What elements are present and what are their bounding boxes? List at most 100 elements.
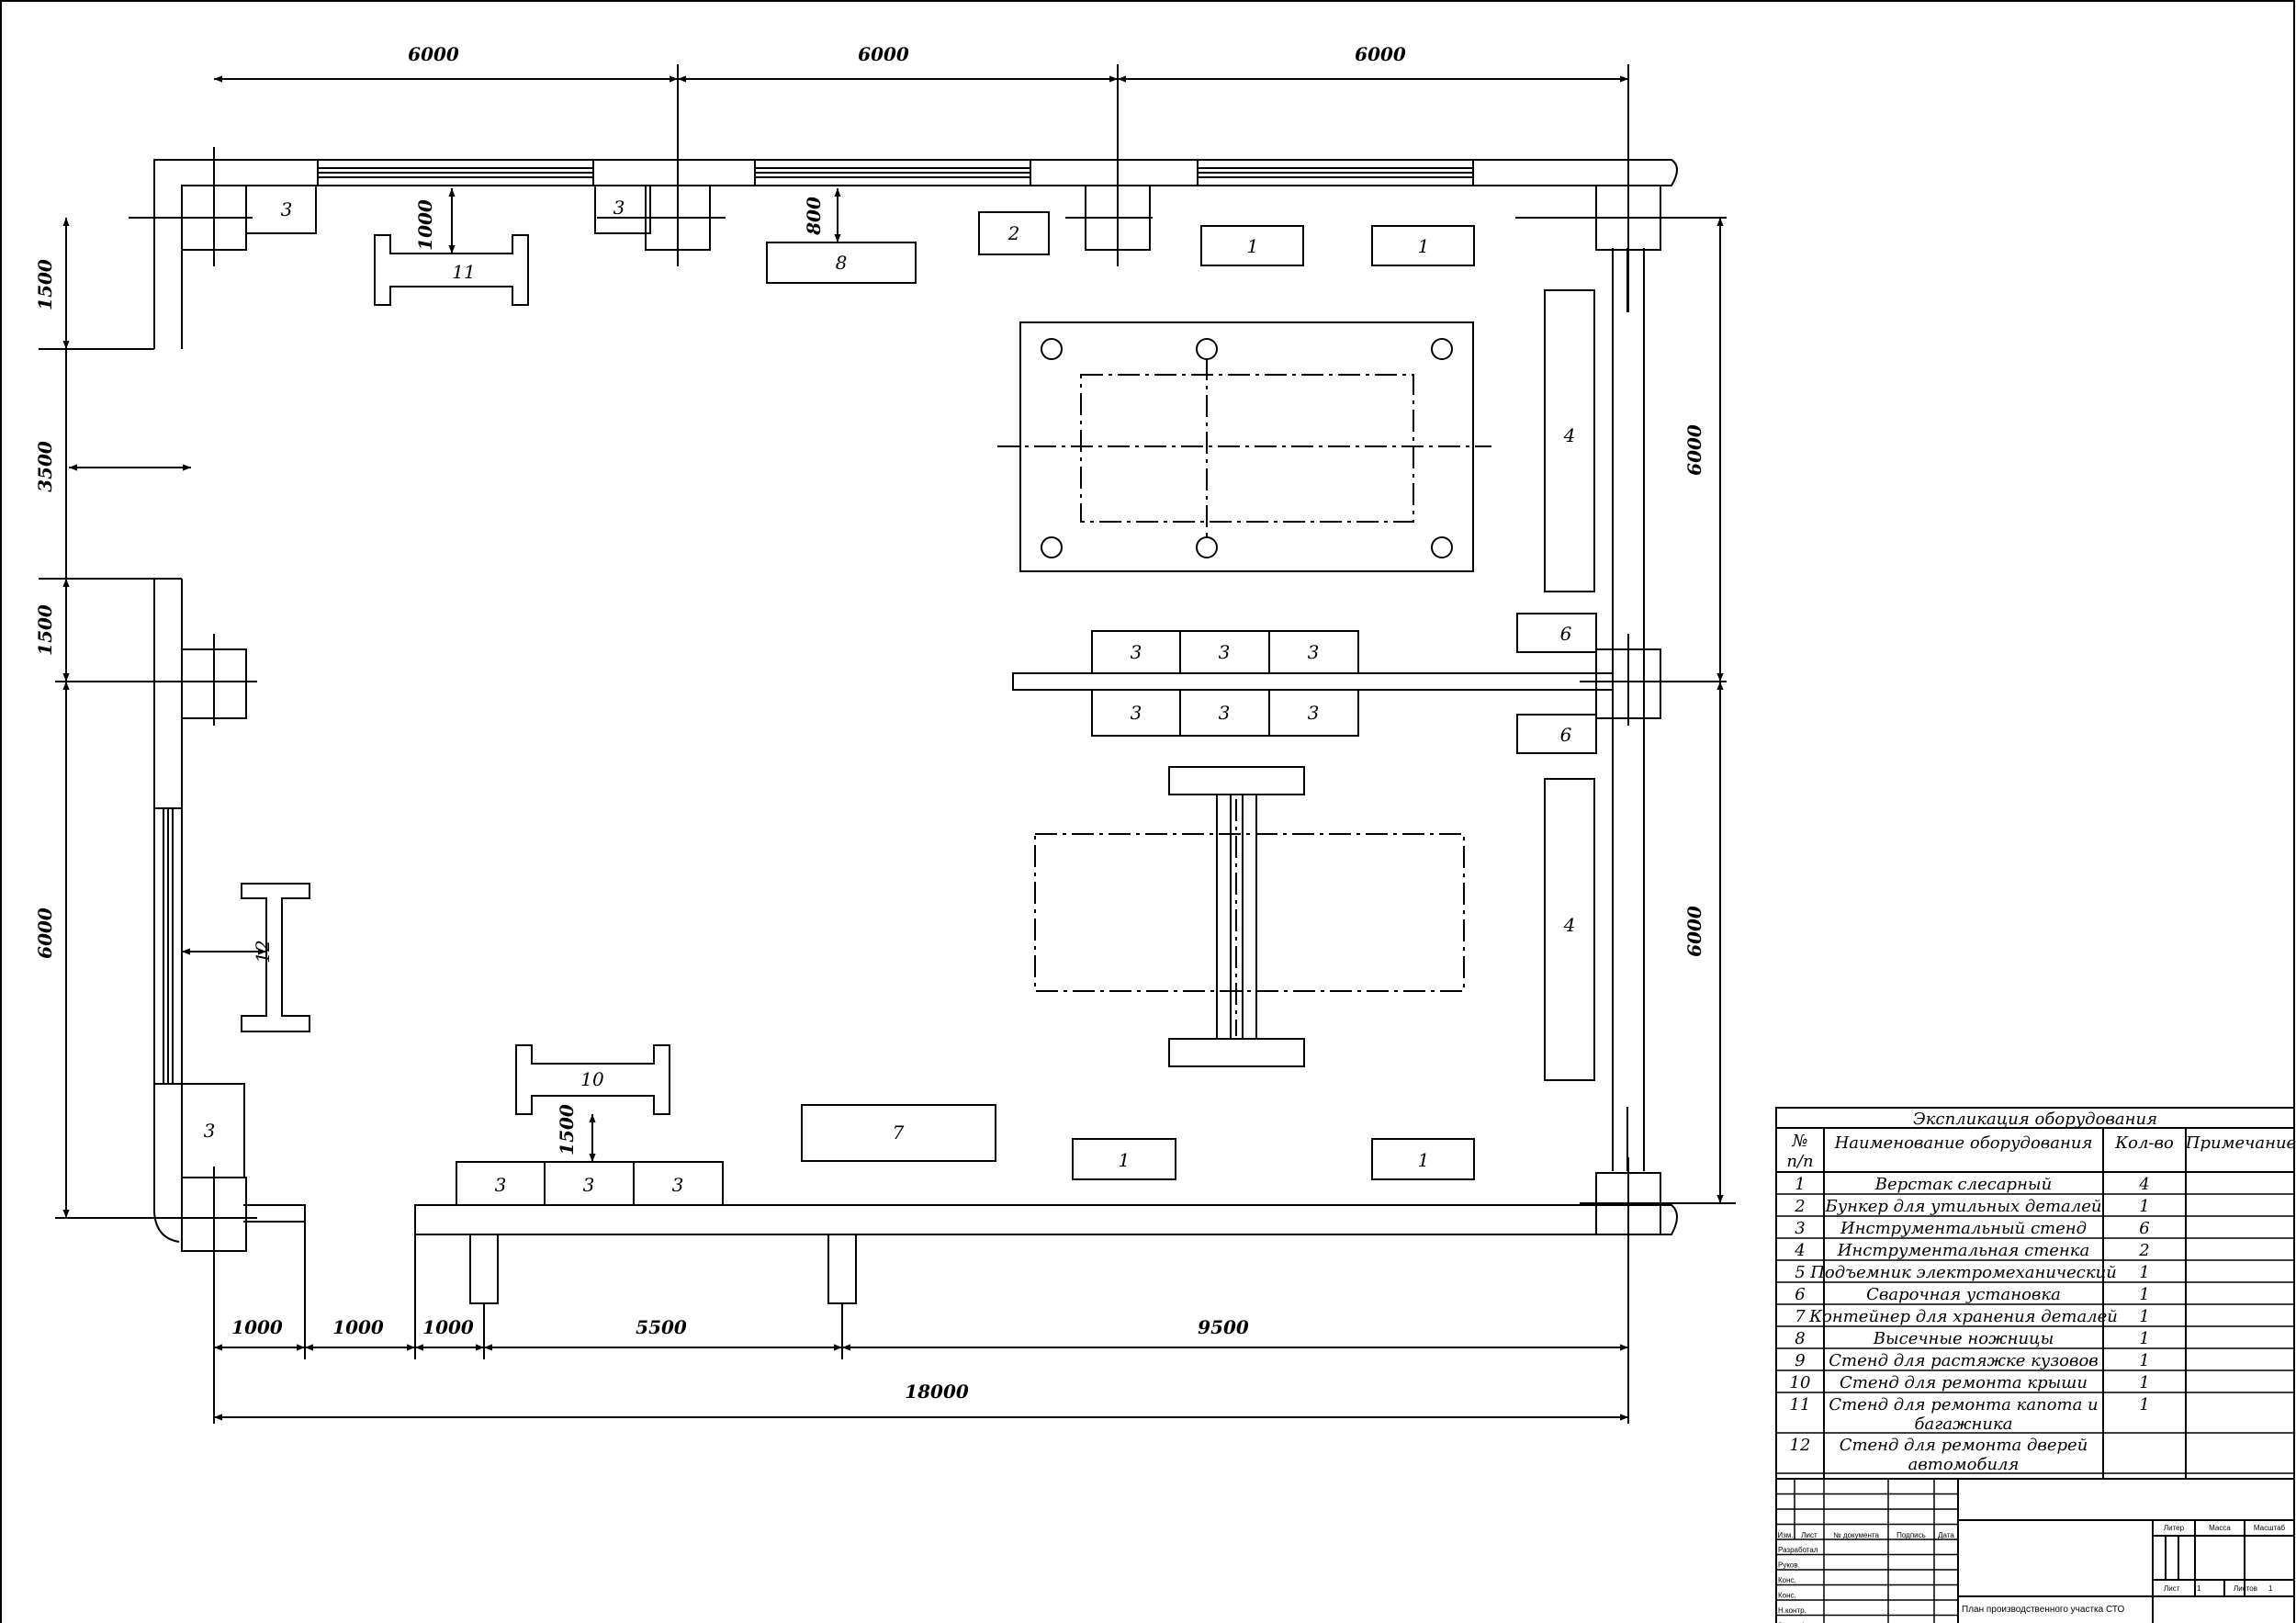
dim-left-1: 1500 [34,259,56,310]
stamp-sheets: Листов [2234,1584,2257,1593]
explication-table: 1 Верстак слесарный 4 2 Бункер для утильных … [1775,1107,2296,1480]
table-row-num: 1 [1795,1175,1805,1194]
table-row-name: Инструментальный стенд [1840,1219,2087,1238]
label-11: 11 [452,261,475,283]
table-row-num: 6 [1795,1285,1805,1304]
label-1: 1 [1119,1149,1131,1171]
dim-bottom-3: 1000 [422,1316,474,1338]
label-6: 6 [1560,724,1572,746]
label-12: 12 [252,940,274,963]
label-3: 3 [281,198,293,220]
label-3: 3 [1131,641,1142,663]
table-row-num: 10 [1790,1373,1811,1392]
table-row-num: 5 [1795,1263,1805,1282]
table-row-qty: 1 [2139,1329,2149,1348]
table-row-qty: 6 [2139,1219,2149,1238]
header-num-line: п/п [1786,1152,1813,1171]
stamp-role: Зав.каф [1778,1622,1806,1623]
label-3: 3 [1131,702,1142,724]
table-row-name-line: Подъемник электромеханический [1809,1263,2117,1282]
title-block: План производственного участка СТО Литер… [1775,1478,2295,1623]
dim-left-2: 3500 [34,441,56,492]
label-3: 3 [1219,702,1231,724]
label-4: 4 [1563,914,1576,936]
table-row-num: 3 [1795,1219,1805,1238]
label-10: 10 [580,1068,604,1090]
dim-left-3: 1500 [34,604,56,656]
stamp-col-header: Подпись [1896,1531,1926,1539]
table-row-name-line: Контейнер для хранения деталей [1808,1307,2118,1326]
stamp-role: Руков. [1778,1561,1800,1570]
table-row-num: 4 [1794,1241,1805,1260]
equipment-labels: 3 3 11 8 2 1 1 4 4 6 6 3 3 3 3 3 3 12 3 … [204,197,1576,1196]
explication-header-note: Примечание [2185,1133,2296,1153]
table-row-name: Сварочная установка [1866,1285,2061,1304]
dim-inner-1: 1000 [414,199,436,251]
stamp-mass: Масса [2209,1524,2231,1532]
stamp-col-header: Дата [1938,1531,1954,1539]
label-3: 3 [495,1174,507,1196]
label-6: 6 [1560,623,1572,645]
structural-columns [55,64,1736,1350]
table-row-name: Контейнер для хранения деталей [1808,1307,2118,1326]
label-3: 3 [1219,641,1231,663]
stamp-scale: Масштаб [2254,1524,2286,1532]
dim-top-3: 6000 [1355,43,1406,65]
label-4: 4 [1563,424,1576,446]
stamp-role: Разработал [1778,1546,1818,1554]
table-row-qty: 2 [2138,1241,2149,1260]
table-row-name-line: Бункер для утильных деталей [1825,1197,2102,1216]
table-row-name: Стенд для растяжке кузовов [1829,1351,2099,1370]
explication-header-name: Наименование оборудования [1834,1133,2093,1153]
dim-bottom-4: 5500 [636,1316,687,1338]
table-row-name-line: Стенд для растяжке кузовов [1829,1351,2099,1370]
label-3: 3 [583,1174,595,1196]
table-row-name: Подъемник электромеханический [1809,1263,2117,1282]
table-row-name: Инструментальная стенка [1837,1241,2090,1260]
table-row-name: Высечные ножницы [1873,1329,2054,1348]
table-row-num: 12 [1790,1436,1811,1455]
table-row-num: 11 [1790,1395,1811,1414]
table-row-name-line: автомобиля [1908,1455,2020,1474]
table-row-qty: 1 [2139,1307,2149,1326]
table-row-qty: 4 [2138,1175,2149,1194]
explication-title: Экспликация оборудования [1913,1110,2157,1129]
dim-inner-3: 1500 [556,1104,578,1155]
header-num-line: № [1791,1132,1807,1151]
label-1: 1 [1418,1149,1430,1171]
label-8: 8 [836,252,848,274]
explication-header-qty: Кол-во [2114,1133,2174,1153]
label-2: 2 [1007,222,1020,244]
table-row-num: 2 [1794,1197,1805,1216]
dim-right-2: 6000 [1683,906,1705,957]
stamp-sheet: Лист [2164,1584,2180,1593]
table-row-name-line: Стенд для ремонта капота и [1829,1395,2098,1414]
equipment-outlines [181,185,1597,1206]
stamp-col-header: № документа [1833,1531,1879,1539]
dash-dot-centerlines [997,358,1491,1036]
stamp-col-header: Лист [1801,1531,1818,1539]
label-3: 3 [613,197,625,219]
table-row-num: 8 [1795,1329,1805,1348]
label-3: 3 [672,1174,684,1196]
table-row-num: 7 [1795,1307,1806,1326]
stamp-sheets-no: 1 [2268,1584,2273,1593]
table-row-name: Бункер для утильных деталей [1825,1197,2102,1216]
dim-bottom-5: 9500 [1198,1316,1249,1338]
dim-total: 18000 [905,1381,969,1403]
table-row-name: Верстак слесарный [1874,1175,2052,1194]
table-row-qty: 1 [2139,1263,2149,1282]
table-row-qty: 1 [2139,1285,2149,1304]
dimension-texts: 6000 6000 6000 1500 3500 1500 6000 6000 … [34,43,1705,1403]
dimension-lines [39,75,1724,1424]
table-row-name: Стенд для ремонта крыши [1840,1373,2088,1392]
label-1: 1 [1418,235,1430,257]
table-row-num: 9 [1795,1351,1805,1370]
stamp-role: Конс. [1778,1592,1796,1600]
table-row-qty: 1 [2139,1395,2149,1414]
table-row-qty: 1 [2139,1197,2149,1216]
